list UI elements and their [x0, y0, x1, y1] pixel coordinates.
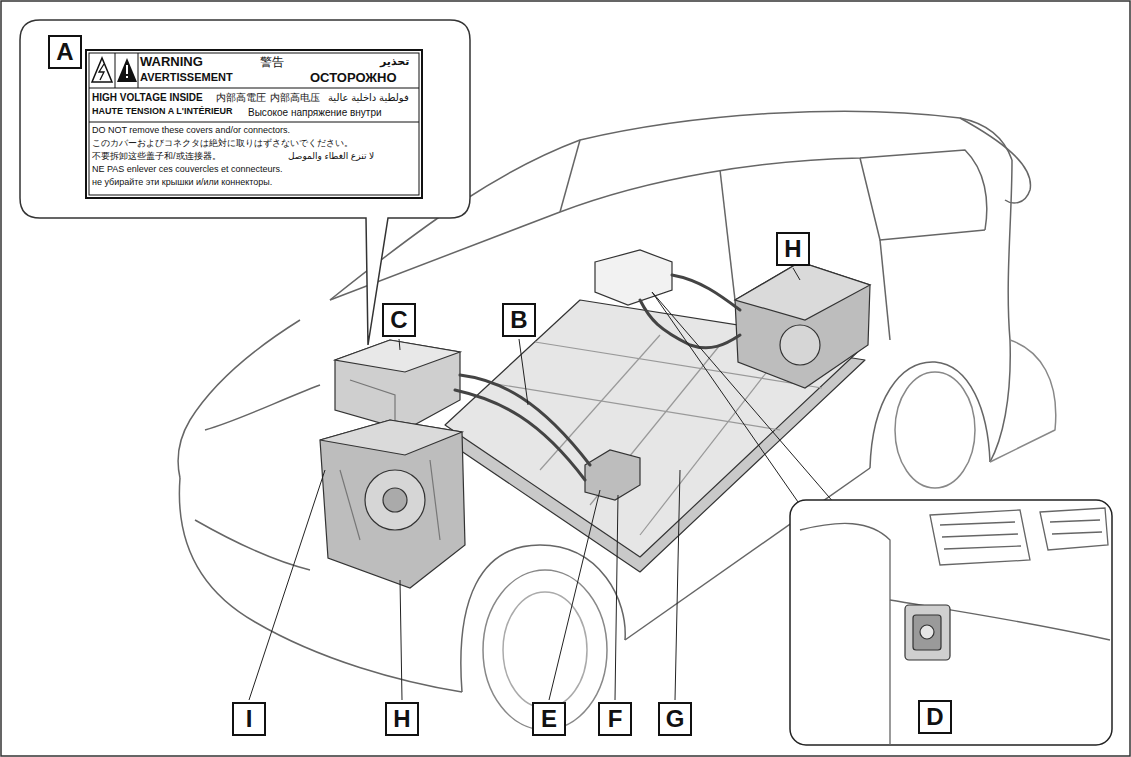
label-text: HAUTE TENSION A L'INTÉRIEUR	[92, 107, 232, 117]
high-voltage-cables	[455, 275, 740, 480]
label-text: 不要拆卸这些盖子和/或连接器。	[92, 152, 221, 162]
label-text: AVERTISSEMENT	[140, 71, 233, 83]
label-text: لا تنزع الغطاء والموصل	[288, 152, 374, 162]
label-text: DO NOT remove these covers and/or connec…	[92, 126, 290, 136]
callout-letter: F	[598, 702, 632, 736]
callout-letter: D	[918, 700, 952, 734]
callout-letter: H	[776, 232, 810, 266]
label-text: 警告	[260, 56, 284, 69]
callout-bubble	[20, 20, 470, 345]
label-text: 内部高电压	[270, 92, 320, 103]
label-text: فولطية داخلية عالية	[328, 92, 409, 103]
callout-letter: C	[382, 303, 416, 337]
label-text: このカバーおよびコネクタは絶対に取りはずさないでください。	[92, 139, 353, 149]
front-inverter	[335, 340, 460, 430]
callout-letter: B	[502, 303, 536, 337]
rear-motor	[735, 262, 870, 388]
label-text: 内部高電圧	[216, 92, 266, 103]
label-text: تحذير	[380, 55, 409, 67]
callout-letter: H	[385, 702, 419, 736]
front-motor	[320, 420, 465, 588]
charge-inlet-inset	[790, 500, 1112, 745]
callout-letter: G	[658, 702, 692, 736]
label-text: ОСТОРОЖНО	[310, 71, 397, 85]
label-text: не убирайте эти крышки и/или коннекторы.	[92, 178, 272, 188]
junction-box	[585, 250, 672, 500]
label-text: NE PAS enlever ces couvercles et connect…	[92, 165, 282, 175]
callout-letter: E	[532, 702, 566, 736]
callout-letter: A	[48, 35, 82, 69]
callout-letter: I	[232, 702, 266, 736]
label-text: HIGH VOLTAGE INSIDE	[92, 92, 203, 103]
warning-sticker	[86, 50, 422, 198]
label-text: WARNING	[140, 55, 203, 69]
label-text: Высокое напряжение внутри	[248, 107, 382, 118]
warning-label: WARNING AVERTISSEMENT 警告 تحذير ОСТОРОЖНО HIGH…	[88, 52, 420, 196]
